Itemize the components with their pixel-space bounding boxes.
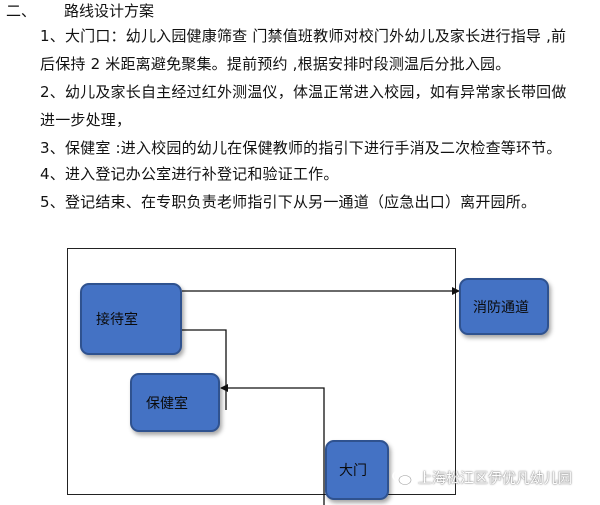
step-3-text: 3、保健室 :进入校园的幼儿在保健教师的指引下进行手消及二次检查等环节。 <box>40 139 562 157</box>
gate-label: 大门 <box>339 463 367 479</box>
campus-outline <box>67 248 456 495</box>
health-room-label: 保健室 <box>146 395 188 412</box>
section-number: 二、 <box>6 2 37 20</box>
step-1-text: 1、大门口：幼儿入园健康筛查 门禁值班教师对校门外幼儿及家长进行指导 ,前后保持… <box>40 27 567 73</box>
reception-room-label: 接待室 <box>96 312 138 328</box>
watermark-text: 上海松江区伊优凡幼儿园 <box>418 471 572 487</box>
watermark: 上海松江区伊优凡幼儿园 <box>392 468 572 488</box>
step-4-text: 4、进入登记办公室进行补登记和验证工作。 <box>40 165 339 183</box>
gate-box: 大门 <box>325 440 389 500</box>
step-5-text: 5、登记结束、在专职负责老师指引下从另一通道（应急出口）离开园所。 <box>40 193 537 211</box>
section-heading: 二、 路线设计方案 <box>6 2 154 20</box>
fire-exit-box: 消防通道 <box>459 278 549 335</box>
step-2-text: 2、幼儿及家长自主经过红外测温仪，体温正常进入校园，如有异常家长带回做进一步处理… <box>40 83 567 129</box>
arrow-gate-to-health <box>220 384 325 505</box>
reception-room-box: 接待室 <box>80 283 182 355</box>
fire-exit-label: 消防通道 <box>473 299 529 316</box>
section-title: 路线设计方案 <box>64 2 155 20</box>
health-room-box: 保健室 <box>130 373 220 432</box>
wechat-icon <box>392 469 412 485</box>
